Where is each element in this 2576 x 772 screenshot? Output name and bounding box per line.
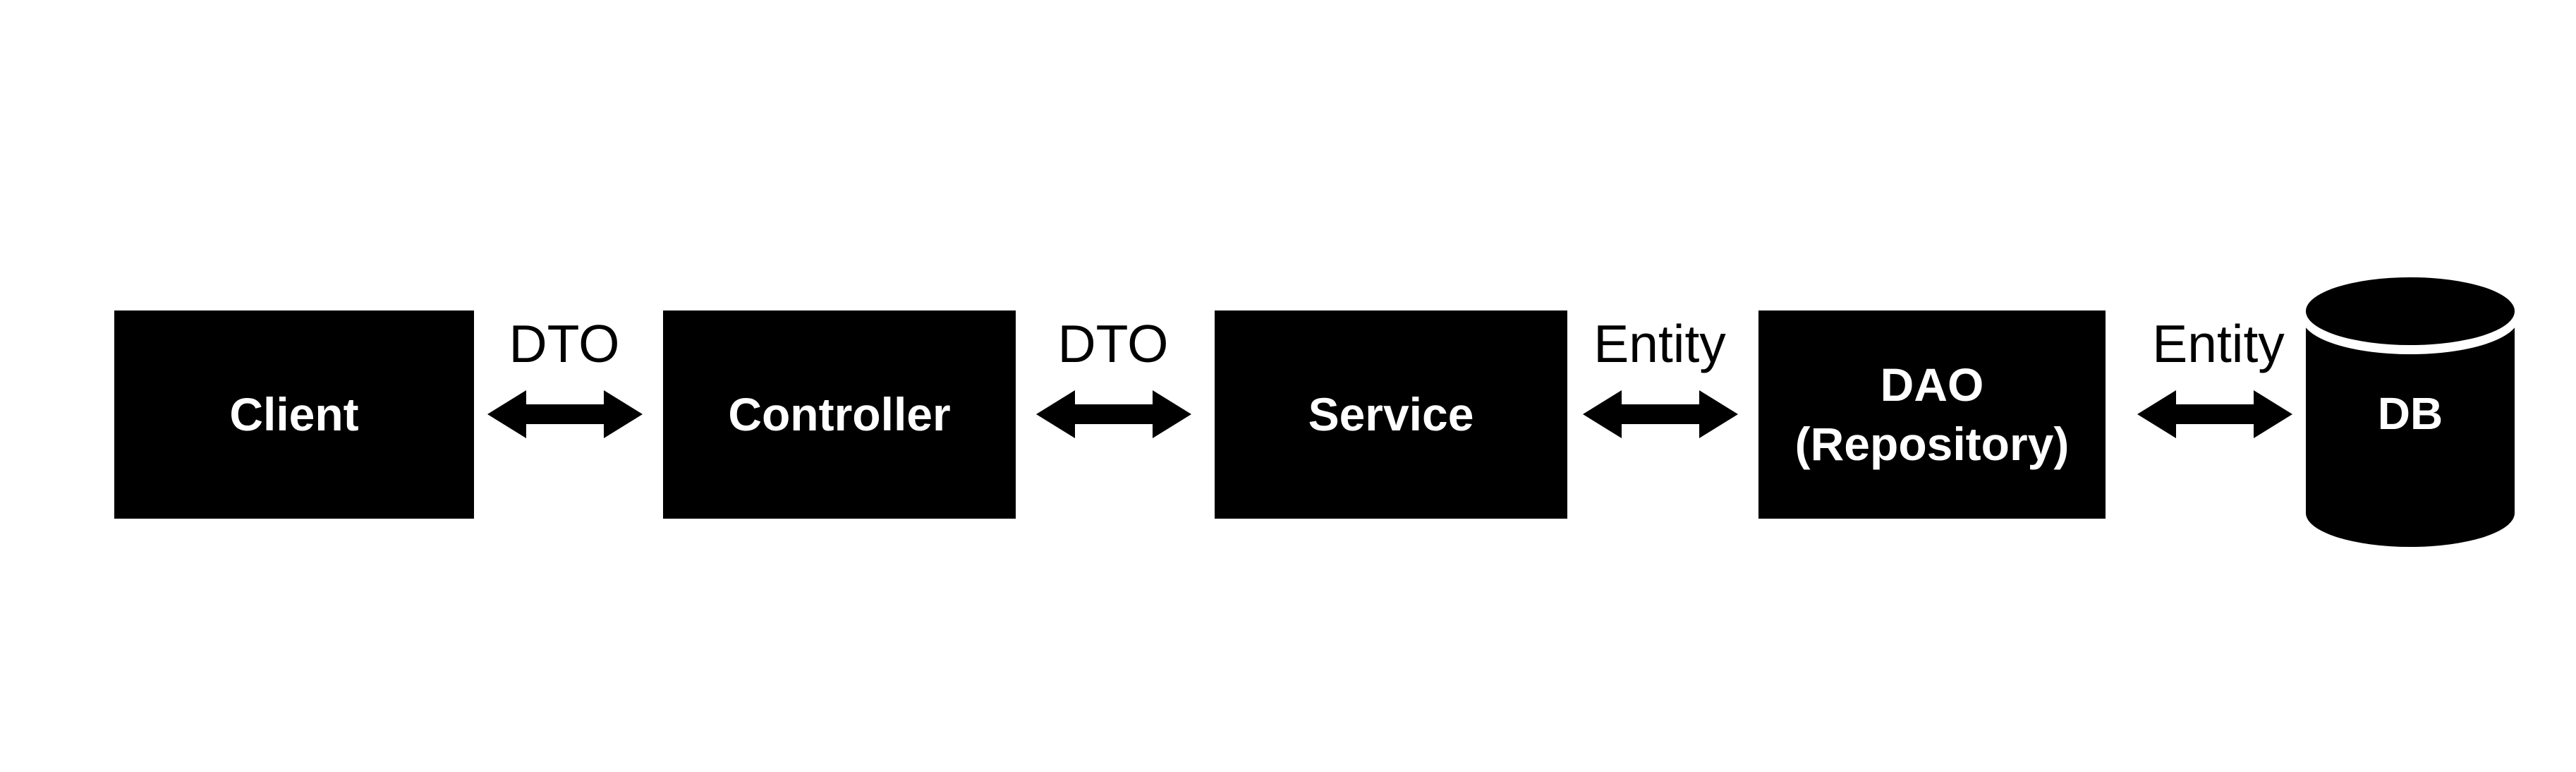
db-cylinder-node: DB	[2305, 275, 2515, 550]
double-arrow-shape	[1583, 390, 1738, 438]
service-box: Service	[1215, 310, 1567, 519]
entity-label-2: Entity	[2152, 314, 2285, 373]
cylinder-top-cap	[2306, 277, 2515, 345]
client-box: Client	[114, 310, 474, 519]
controller-box: Controller	[663, 310, 1016, 519]
dao-repository-box-label: DAO (Repository)	[1794, 358, 2070, 470]
double-arrow-icon	[1583, 390, 1738, 438]
cylinder-body	[2306, 318, 2515, 547]
controller-box-label: Controller	[728, 387, 951, 440]
double-arrow-icon	[487, 390, 643, 438]
double-arrow-shape	[1036, 390, 1191, 438]
double-arrow-icon	[2137, 390, 2292, 438]
database-cylinder-icon	[2305, 277, 2515, 547]
double-arrow-icon	[1036, 390, 1191, 438]
db-label: DB	[2377, 388, 2443, 439]
dto-label-1: DTO	[509, 314, 620, 373]
double-arrow-shape	[2137, 390, 2292, 438]
service-box-label: Service	[1308, 387, 1474, 440]
entity-label-1: Entity	[1593, 314, 1726, 373]
double-arrow-shape	[487, 390, 643, 438]
dto-label-2: DTO	[1057, 314, 1169, 373]
client-box-label: Client	[229, 387, 359, 440]
cylinder-rim-separator	[2305, 315, 2515, 354]
dao-repository-box: DAO (Repository)	[1758, 310, 2106, 519]
